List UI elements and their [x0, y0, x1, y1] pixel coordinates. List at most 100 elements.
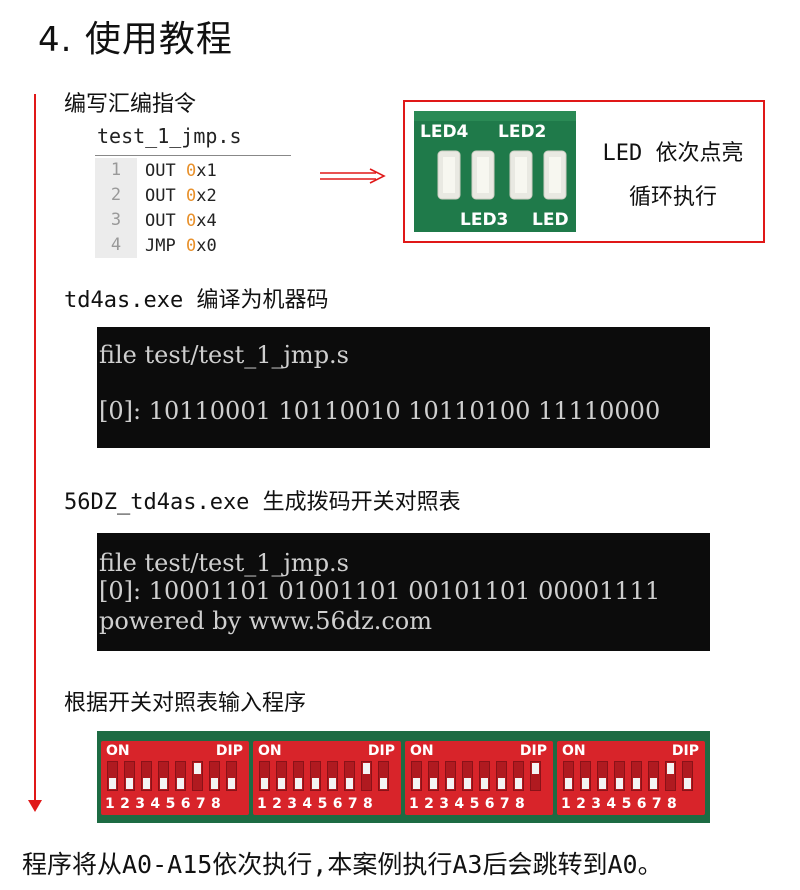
step-gen-dip-table: 56DZ_td4as.exe 生成拨码开关对照表 [64, 490, 461, 515]
code-line: 1 OUT 0x1 [95, 158, 291, 183]
dip-toggle [648, 761, 659, 791]
code-zero: 0 [185, 185, 197, 206]
dip-switch-bank: ON DIP 12345678 [101, 741, 249, 815]
dip-toggle [631, 761, 642, 791]
led-board-photo: LED4 LED2 LED3 LED [414, 111, 576, 232]
dip-toggle [344, 761, 355, 791]
dip-toggle [226, 761, 237, 791]
dip-label: DIP [215, 743, 243, 759]
dip-on-label: ON [562, 743, 586, 759]
title-text: 使用教程 [84, 19, 233, 60]
dip-toggle [614, 761, 625, 791]
dip-toggle [141, 761, 152, 791]
terminal-dip-output: file test/test_1_jmp.s [0]: 10001101 010… [97, 533, 710, 651]
code-arg: x1 [196, 160, 217, 181]
dip-toggle [597, 761, 608, 791]
dip-switch-board-photo: ON DIP 12345678 ON DIP 12345678 ON DIP [97, 731, 710, 823]
dip-toggle [209, 761, 220, 791]
dip-toggle [665, 761, 676, 791]
led-components [437, 150, 567, 200]
code-line: 2 OUT 0x2 [95, 183, 291, 208]
dip-numbers: 12345678 [105, 796, 227, 812]
dip-toggle [107, 761, 118, 791]
double-arrow-icon [320, 168, 386, 184]
dip-toggle [682, 761, 693, 791]
line-number: 1 [95, 158, 137, 183]
code-listing: 1 OUT 0x1 2 OUT 0x2 3 OUT 0x4 4 JMP 0x0 [95, 158, 291, 258]
led-desc-line2: 循环执行 [628, 185, 717, 210]
code-op: OUT [145, 185, 186, 206]
dip-toggle [361, 761, 372, 791]
terminal-line: [0]: 10001101 01001101 00101101 00001111 [99, 577, 661, 605]
code-arg: x4 [196, 210, 217, 231]
code-text: OUT 0x2 [137, 186, 217, 206]
dip-toggle [124, 761, 135, 791]
dip-toggle [158, 761, 169, 791]
dip-toggle [378, 761, 389, 791]
led-label: LED [532, 210, 569, 230]
led-desc-line1: LED 依次点亮 [602, 141, 744, 166]
code-text: OUT 0x4 [137, 211, 217, 231]
dip-toggle [428, 761, 439, 791]
dip-on-label: ON [410, 743, 434, 759]
led-result-panel: LED4 LED2 LED3 LED LED 依次点亮 循环执行 [403, 100, 765, 243]
line-number: 2 [95, 183, 137, 208]
title-number: 4. [38, 20, 73, 60]
dip-toggle [496, 761, 507, 791]
dip-toggle [479, 761, 490, 791]
code-line: 3 OUT 0x4 [95, 208, 291, 233]
dip-label: DIP [367, 743, 395, 759]
dip-label: DIP [519, 743, 547, 759]
page-title: 4. 使用教程 [38, 10, 233, 62]
step-write-asm: 编写汇编指令 [64, 92, 197, 117]
code-arg: x2 [196, 185, 217, 206]
code-op: JMP [145, 235, 186, 256]
dip-toggle [259, 761, 270, 791]
code-zero: 0 [185, 160, 197, 181]
line-number: 3 [95, 208, 137, 233]
dip-toggle [411, 761, 422, 791]
dip-toggle [175, 761, 186, 791]
led-label: LED3 [460, 210, 508, 230]
code-text: OUT 0x1 [137, 161, 217, 181]
flow-arrow-head-icon [28, 800, 42, 812]
footer-note: 程序将从A0-A15依次执行,本案例执行A3后会跳转到A0。 [22, 850, 663, 879]
dip-toggle [513, 761, 524, 791]
terminal-line: powered by www.56dz.com [99, 607, 433, 635]
dip-toggle [530, 761, 541, 791]
dip-switch-bank: ON DIP 12345678 [557, 741, 705, 815]
dip-toggle [462, 761, 473, 791]
code-file-name: test_1_jmp.s [97, 124, 242, 148]
dip-on-label: ON [258, 743, 282, 759]
code-file-divider [95, 155, 291, 156]
terminal-line: [0]: 10110001 10110010 10110100 11110000 [99, 397, 661, 425]
code-line: 4 JMP 0x0 [95, 233, 291, 258]
code-zero: 0 [185, 235, 197, 256]
terminal-compile-output: file test/test_1_jmp.s [0]: 10110001 101… [97, 327, 710, 448]
dip-toggle [563, 761, 574, 791]
flow-arrow-line [34, 94, 36, 804]
code-zero: 0 [185, 210, 197, 231]
code-arg: x0 [196, 235, 217, 256]
dip-label: DIP [671, 743, 699, 759]
led-label: LED2 [498, 122, 546, 142]
dip-toggle [192, 761, 203, 791]
line-number: 4 [95, 233, 137, 258]
code-text: JMP 0x0 [137, 236, 217, 256]
step-input-program: 根据开关对照表输入程序 [64, 691, 307, 716]
dip-toggle [327, 761, 338, 791]
terminal-line: file test/test_1_jmp.s [99, 341, 349, 369]
code-op: OUT [145, 210, 186, 231]
led-board-illustration: LED4 LED2 LED3 LED [414, 111, 576, 232]
terminal-line: file test/test_1_jmp.s [99, 549, 349, 577]
led-description: LED 依次点亮 循环执行 [589, 132, 757, 220]
dip-toggle [276, 761, 287, 791]
code-op: OUT [145, 160, 186, 181]
dip-numbers: 12345678 [257, 796, 379, 812]
led-label: LED4 [420, 122, 469, 142]
step-compile: td4as.exe 编译为机器码 [64, 288, 329, 313]
dip-switch-bank: ON DIP 12345678 [405, 741, 553, 815]
dip-switch-bank: ON DIP 12345678 [253, 741, 401, 815]
dip-numbers: 12345678 [409, 796, 531, 812]
dip-toggle [580, 761, 591, 791]
